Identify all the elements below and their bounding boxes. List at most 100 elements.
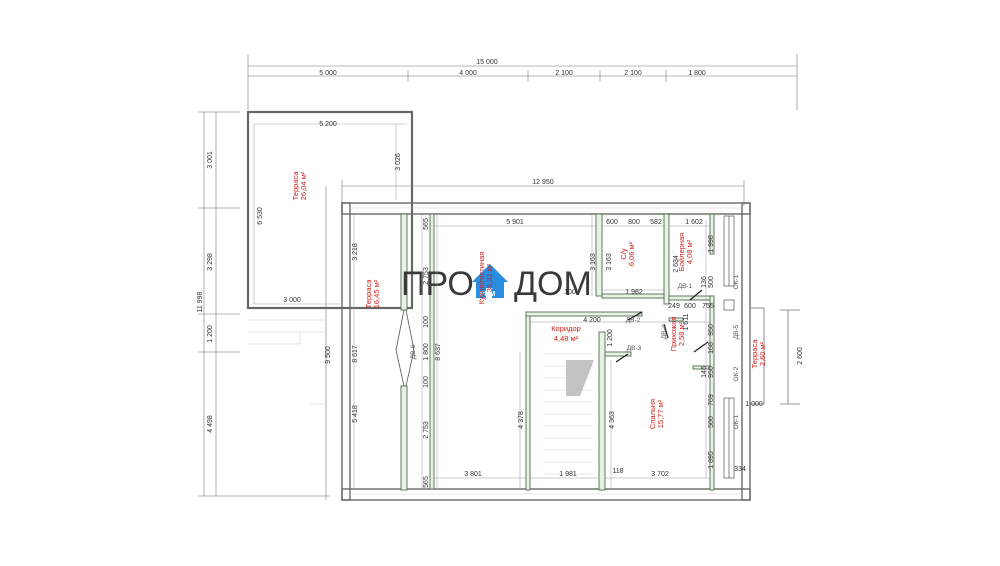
- dim-800: 800: [628, 219, 640, 226]
- dim-3801: 3 801: [464, 471, 482, 478]
- dim-3218: 3 218: [352, 243, 359, 261]
- dim-582: 582: [650, 219, 662, 226]
- house-width-dim: [341, 180, 745, 206]
- dim-left-1: 3 001: [207, 151, 214, 169]
- dim-4363: 4 363: [609, 411, 616, 429]
- wall-hatch: [350, 207, 742, 495]
- dim-3163-b: 3 163: [606, 253, 613, 271]
- logo-left: ПРО: [401, 265, 474, 303]
- logo-right: ДОМ: [514, 265, 592, 303]
- dim-100-h: 100: [564, 289, 576, 296]
- dim-top-3: 2 100: [555, 70, 573, 77]
- dim-136: 136: [701, 276, 708, 288]
- corridor-name: Коридор: [551, 324, 581, 333]
- terrace-left-name: Терраса: [364, 279, 373, 309]
- boiler-name: Бойлерная: [677, 233, 686, 271]
- dim-600-top: 600: [606, 219, 618, 226]
- inner-dim-lines: [353, 214, 710, 490]
- dim-249: 249: [668, 303, 680, 310]
- dim-8637: 8 637: [435, 343, 442, 361]
- dim-3163-a: 3 163: [590, 253, 597, 271]
- dim-950-b: 950: [708, 366, 715, 378]
- logo-sub: РЕМ: [480, 291, 495, 298]
- dim-5418: 5 418: [352, 405, 359, 423]
- tag-ok1-top: ОК-1: [733, 274, 740, 289]
- tag-dv6: ДВ-6: [410, 344, 417, 359]
- dim-755: 755: [702, 303, 714, 310]
- dim-4378: 4 378: [518, 411, 525, 429]
- dim-769: 769: [708, 394, 715, 406]
- top-dimension-chain: [247, 54, 798, 110]
- wc-area: 6,06 м²: [627, 241, 636, 266]
- terrace-left-area: 16,45 м²: [372, 279, 381, 308]
- dim-left-2: 3 298: [207, 253, 214, 271]
- dim-left-3: 1 200: [207, 325, 214, 343]
- dim-1981: 1 981: [559, 471, 577, 478]
- boiler-area: 4,08 м²: [685, 239, 694, 264]
- hall-area: 2,58 м²: [677, 321, 686, 346]
- dim-500-a: 500: [708, 276, 715, 288]
- dim-8617: 8 617: [352, 345, 359, 363]
- tag-dv5: ДВ-5: [733, 324, 740, 339]
- terrace-right: [749, 307, 800, 405]
- dim-1982: 1 982: [625, 289, 643, 296]
- terrace-right-area: 2,60 м²: [758, 341, 767, 366]
- dim-600-h: 600: [684, 303, 696, 310]
- hall-name: Прихожая: [669, 317, 678, 352]
- dim-top-5: 1 800: [688, 70, 706, 77]
- doors: [615, 289, 709, 363]
- terrace-top-outline: [246, 110, 414, 310]
- dim-left-4: 4 498: [207, 415, 214, 433]
- dim-1200: 1 200: [607, 329, 614, 347]
- dim-1998: 1 998: [708, 235, 715, 253]
- bedroom-area: 15,77 м²: [656, 399, 665, 428]
- tag-dv2: ДВ-2: [626, 317, 641, 324]
- dim-top-1: 5 000: [319, 70, 337, 77]
- terrace-top-name: Терраса: [291, 171, 300, 201]
- bedroom-name: Спальня: [648, 399, 657, 429]
- terrace-top-inner: [253, 123, 406, 305]
- terrace-top-height: 6 530: [257, 207, 264, 225]
- dim-100-a: 100: [423, 316, 430, 328]
- dim-1602: 1 602: [685, 219, 703, 226]
- dim-1800: 1 800: [423, 343, 430, 361]
- dim-2753-top: 2 753: [423, 267, 430, 285]
- corridor-area: 4,48 м²: [554, 334, 579, 343]
- dim-500-b: 500: [708, 416, 715, 428]
- dim-4200: 4 200: [583, 317, 601, 324]
- terrace-right-width: 1 000: [745, 401, 763, 408]
- dim-168: 168: [708, 342, 715, 354]
- house-walls: [341, 202, 751, 501]
- wc-name: С/у: [619, 248, 628, 260]
- kitchen-name: Кухня/гостиная: [477, 252, 486, 305]
- dim-1611: 1 611: [683, 313, 690, 330]
- dim-146: 146: [701, 366, 708, 378]
- tag-ok1-bottom: ОК-1: [733, 414, 740, 429]
- dim-5901: 5 901: [506, 219, 524, 226]
- dim-1895: 1 895: [708, 451, 715, 469]
- stair-arrow: [566, 360, 594, 396]
- dim-334: 334: [734, 466, 746, 473]
- logo: ПРО ДОМ РЕМ: [401, 264, 592, 303]
- dim-2634: 2 634: [673, 255, 680, 273]
- dim-950-a: 950: [708, 324, 715, 336]
- terrace-top-right-dim: 3 026: [395, 153, 402, 171]
- left-terrace-glazing: [395, 309, 415, 387]
- dim-top-2: 4 000: [459, 70, 477, 77]
- dim-left-5: 9 500: [325, 346, 332, 364]
- terrace-top-bottom-dim: 3 000: [283, 297, 301, 304]
- left-dimension-chain: [198, 111, 330, 500]
- right-windows: [723, 215, 735, 479]
- dim-118: 118: [612, 468, 623, 475]
- tag-dv1: ДВ-1: [678, 283, 693, 290]
- terrace-top-area: 26,04 м²: [299, 171, 308, 200]
- interior-walls: [400, 213, 715, 491]
- dim-top-4: 2 100: [624, 70, 642, 77]
- kitchen-area: 35,32 м²: [485, 263, 494, 292]
- tag-dv4: ДВ-4: [661, 324, 668, 339]
- dim-565-top: 565: [423, 218, 430, 230]
- dim-left-total: 11 998: [197, 291, 204, 312]
- terrace-right-dim: 2 600: [797, 347, 804, 365]
- dim-565-bottom: 565: [423, 476, 430, 488]
